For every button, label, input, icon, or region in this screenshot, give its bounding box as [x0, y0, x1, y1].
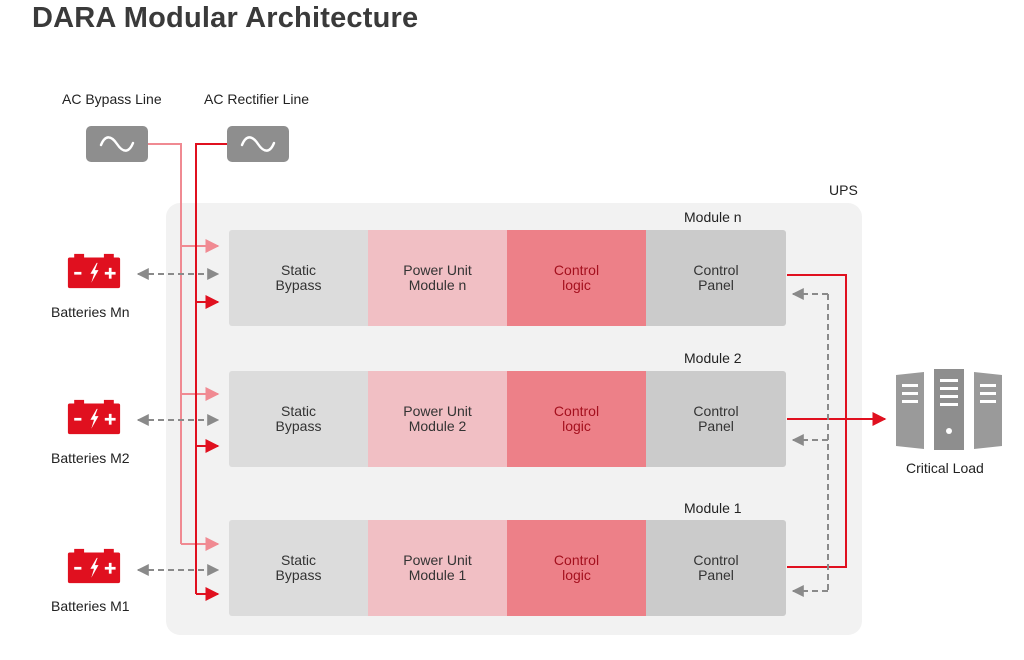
- ac-rectifier-label: AC Rectifier Line: [204, 91, 310, 107]
- battery-m2: [64, 399, 124, 440]
- sine-wave-icon: [99, 136, 135, 152]
- bypass-line: [148, 143, 220, 551]
- sine-wave-icon: [240, 136, 276, 152]
- static-bypass-block: Static Bypass: [229, 371, 368, 467]
- control-panel-block: Control Panel: [646, 230, 786, 326]
- critical-load-label: Critical Load: [906, 460, 984, 476]
- module-name: Module n: [684, 209, 742, 225]
- control-panel-block: Control Panel: [646, 520, 786, 616]
- battery-label: Batteries M1: [51, 598, 130, 614]
- control-logic-block: Control logic: [507, 230, 646, 326]
- power-unit-block: Power Unit Module n: [368, 230, 507, 326]
- rectifier-line: [195, 143, 227, 601]
- module-row: Static Bypass Power Unit Module 1 Contro…: [229, 520, 786, 616]
- control-logic-block: Control logic: [507, 520, 646, 616]
- power-unit-block: Power Unit Module 2: [368, 371, 507, 467]
- ac-rectifier-source: [227, 126, 289, 162]
- static-bypass-block: Static Bypass: [229, 520, 368, 616]
- control-logic-block: Control logic: [507, 371, 646, 467]
- battery-icon: [67, 399, 121, 435]
- battery-m1: [64, 548, 124, 589]
- power-unit-block: Power Unit Module 1: [368, 520, 507, 616]
- battery-label: Batteries M2: [51, 450, 130, 466]
- battery-icon: [67, 253, 121, 289]
- page-title: DARA Modular Architecture: [32, 2, 419, 34]
- control-panel-block: Control Panel: [646, 371, 786, 467]
- output-line: [787, 274, 887, 568]
- module-name: Module 2: [684, 350, 742, 366]
- module-name: Module 1: [684, 500, 742, 516]
- battery-links: [136, 268, 220, 576]
- battery-mn: [64, 253, 124, 294]
- communication-bus: [791, 288, 829, 597]
- static-bypass-block: Static Bypass: [229, 230, 368, 326]
- ups-label: UPS: [829, 182, 858, 198]
- ac-bypass-label: AC Bypass Line: [62, 91, 162, 107]
- battery-label: Batteries Mn: [51, 304, 130, 320]
- module-row: Static Bypass Power Unit Module 2 Contro…: [229, 371, 786, 467]
- ac-bypass-source: [86, 126, 148, 162]
- module-row: Static Bypass Power Unit Module n Contro…: [229, 230, 786, 326]
- server-rack-icon: [896, 369, 1002, 450]
- battery-icon: [67, 548, 121, 584]
- critical-load: [894, 369, 1004, 456]
